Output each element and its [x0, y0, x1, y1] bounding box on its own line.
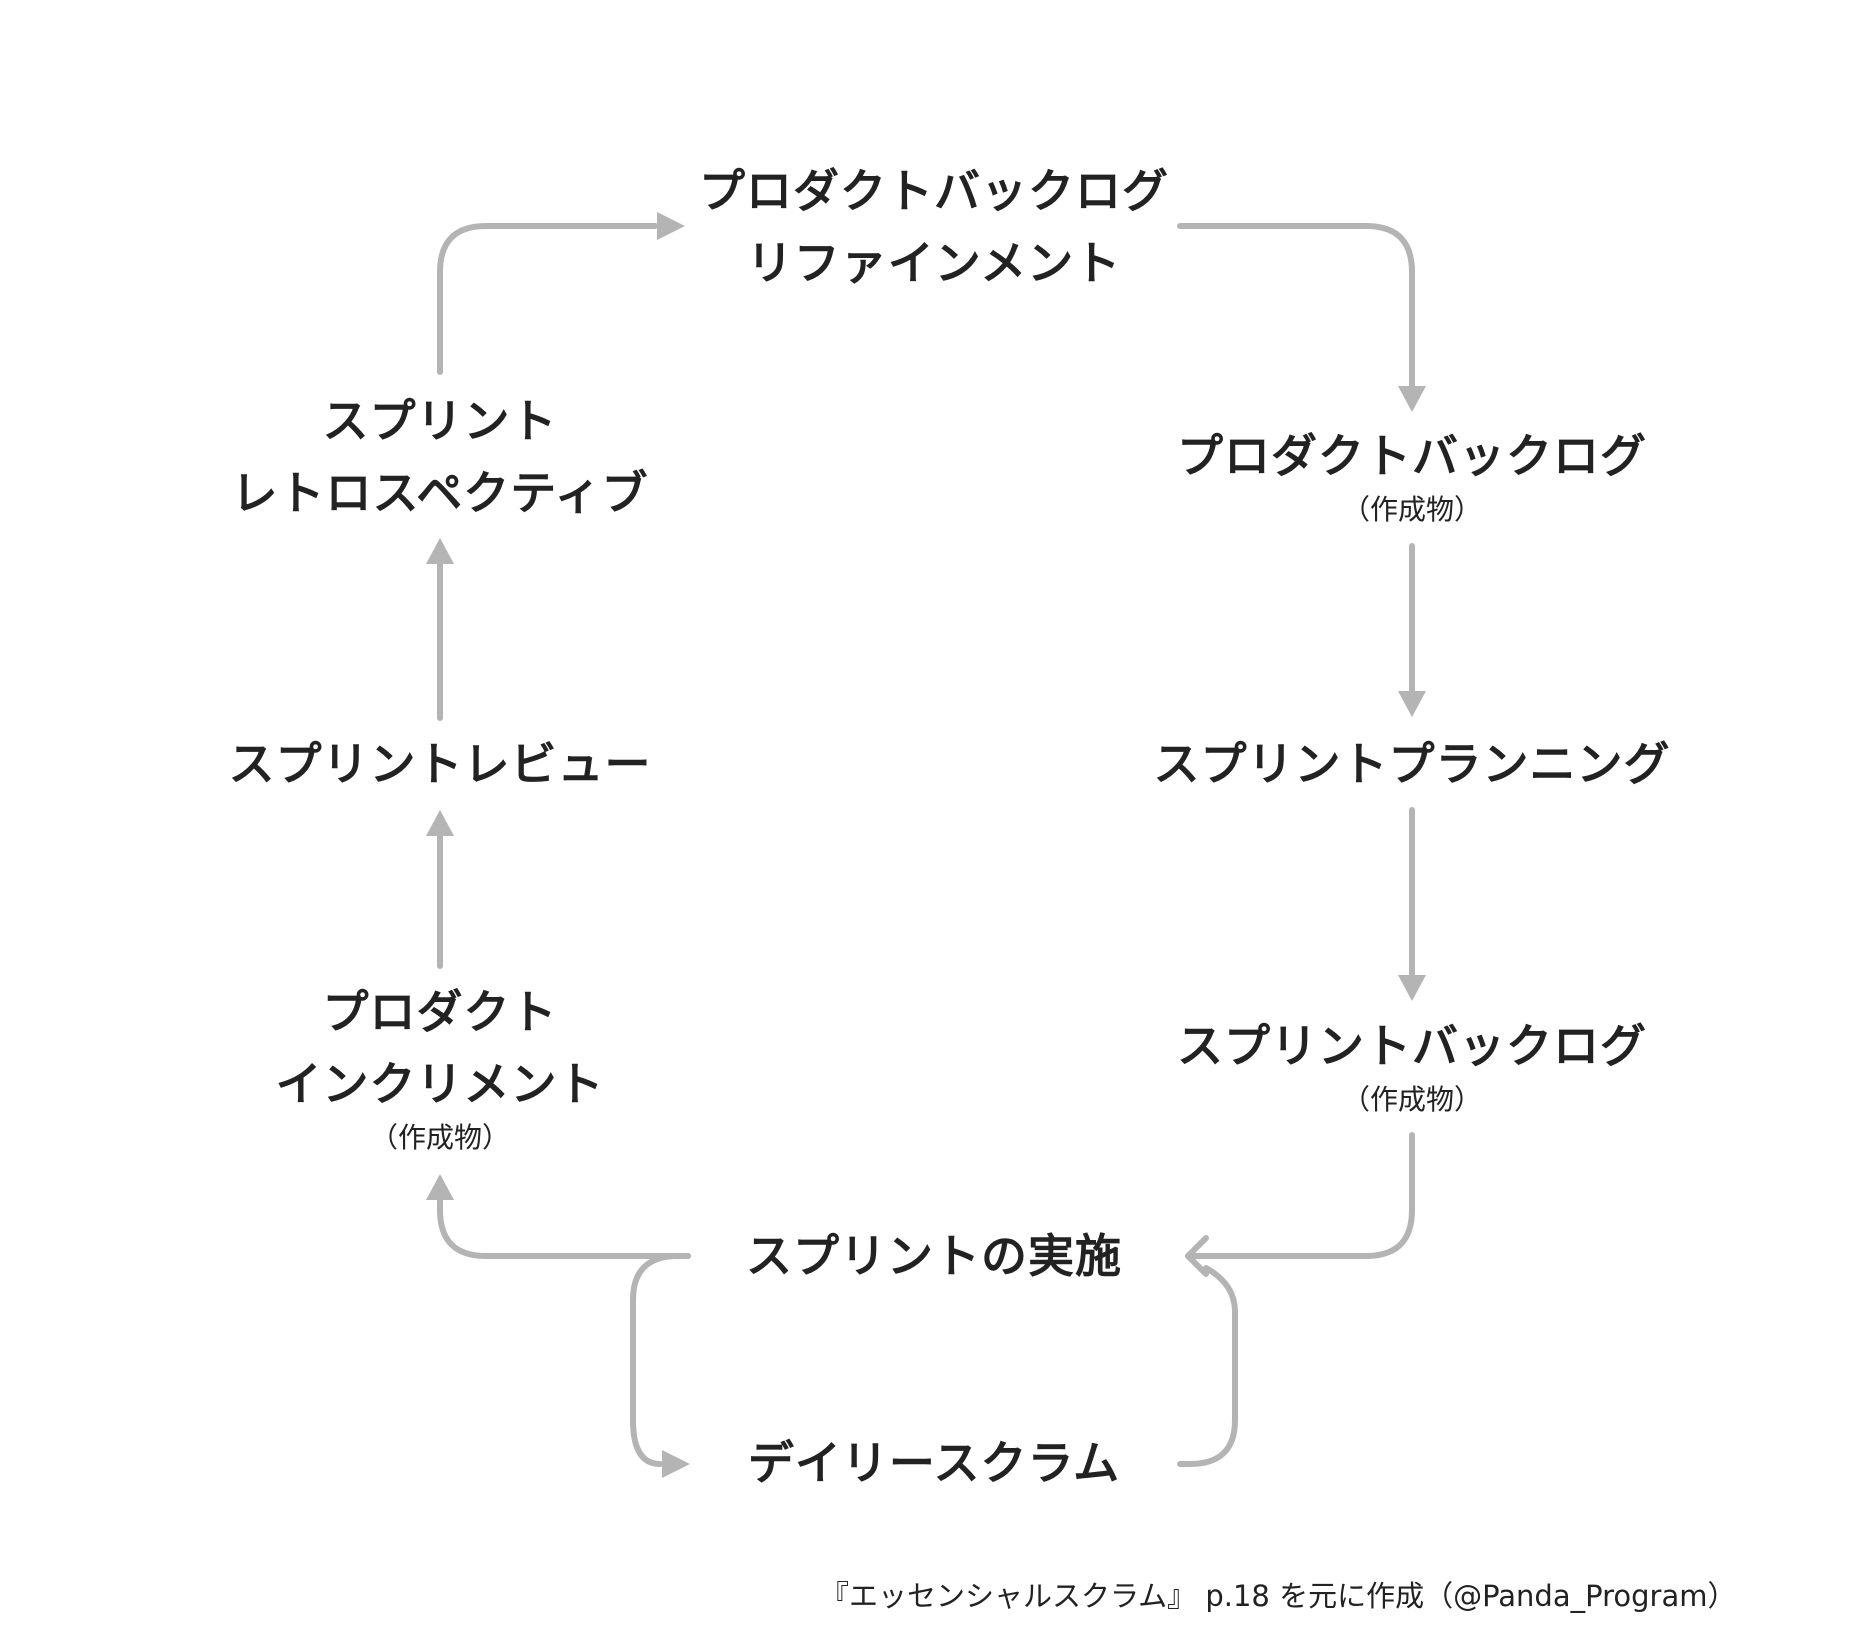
node-sprint-retrospective-line2: レトロスペクティブ [231, 466, 649, 520]
arrow-daily-scrum-to-execution [1177, 1265, 1238, 1467]
node-refinement-line2: リファインメント [746, 236, 1122, 290]
arrow-head-right [662, 1450, 690, 1478]
artifact-tag: （作成物） [1341, 493, 1482, 526]
arrow-refinement-to-product-backlog [1177, 223, 1415, 391]
arrow-head-down [1398, 386, 1426, 412]
node-daily-scrum: デイリースクラム [748, 1427, 1120, 1499]
node-daily-scrum-title: デイリースクラム [747, 1436, 1121, 1490]
arrow-execution-to-daily-scrum [630, 1253, 691, 1467]
node-sprint-backlog-title: スプリントバックログ [1177, 1019, 1647, 1073]
node-product-backlog: プロダクトバックログ （作成物） [1177, 420, 1647, 528]
node-sprint-retrospective: スプリント レトロスペクティブ [231, 385, 648, 529]
node-product-increment-line2: インクリメント [275, 1057, 605, 1111]
node-sprint-planning: スプリントプランニング [1154, 728, 1671, 800]
arrow-head-chevron [1185, 1235, 1209, 1277]
artifact-tag: （作成物） [1341, 1083, 1482, 1116]
node-product-increment-line1: プロダクト [322, 985, 558, 1039]
node-product-increment: プロダクト インクリメント （作成物） [276, 976, 605, 1156]
source-caption: 『エッセンシャルスクラム』 p.18 を元に作成（@Panda_Program） [820, 1579, 1737, 1613]
node-sprint-backlog: スプリントバックログ （作成物） [1177, 1010, 1647, 1118]
node-sprint-execution: スプリントの実施 [746, 1220, 1122, 1292]
arrow-head-up [426, 810, 454, 836]
arrow-retrospective-to-refinement [437, 223, 658, 375]
artifact-tag: （作成物） [369, 1121, 510, 1154]
node-sprint-retrospective-line1: スプリント [322, 394, 558, 448]
arrow-head-down [1398, 691, 1426, 717]
node-refinement: プロダクトバックログ リファインメント [699, 155, 1169, 299]
arrow-head-up [426, 1174, 454, 1200]
node-product-backlog-title: プロダクトバックログ [1177, 429, 1647, 483]
arrow-head-down [1398, 975, 1426, 1001]
arrow-head-up [426, 538, 454, 564]
arrow-execution-to-increment [437, 1195, 691, 1259]
arrow-sprint-backlog-to-execution [1185, 1132, 1415, 1259]
node-sprint-review: スプリントレビュー [229, 728, 652, 800]
arrow-head-right [657, 212, 685, 240]
node-sprint-review-title: スプリントレビュー [228, 737, 652, 791]
node-sprint-execution-title: スプリントの実施 [746, 1229, 1122, 1283]
node-refinement-line1: プロダクトバックログ [699, 164, 1169, 218]
node-sprint-planning-title: スプリントプランニング [1153, 737, 1671, 791]
